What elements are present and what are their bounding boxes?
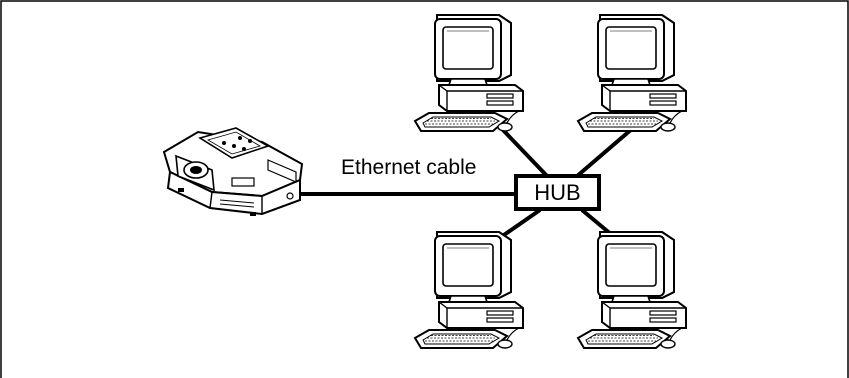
pc-top-left-icon: [414, 14, 524, 132]
pc-bottom-left-icon: [414, 231, 524, 349]
ethernet-cable-label: Ethernet cable: [341, 156, 477, 179]
pc-bottom-right-icon: [577, 231, 687, 349]
cable-hub-pc-top-left: [501, 128, 550, 179]
pc-top-right-icon: [577, 14, 687, 132]
projector-icon: [162, 127, 304, 216]
hub-label: HUB: [534, 179, 581, 205]
hub-box: [514, 174, 601, 211]
